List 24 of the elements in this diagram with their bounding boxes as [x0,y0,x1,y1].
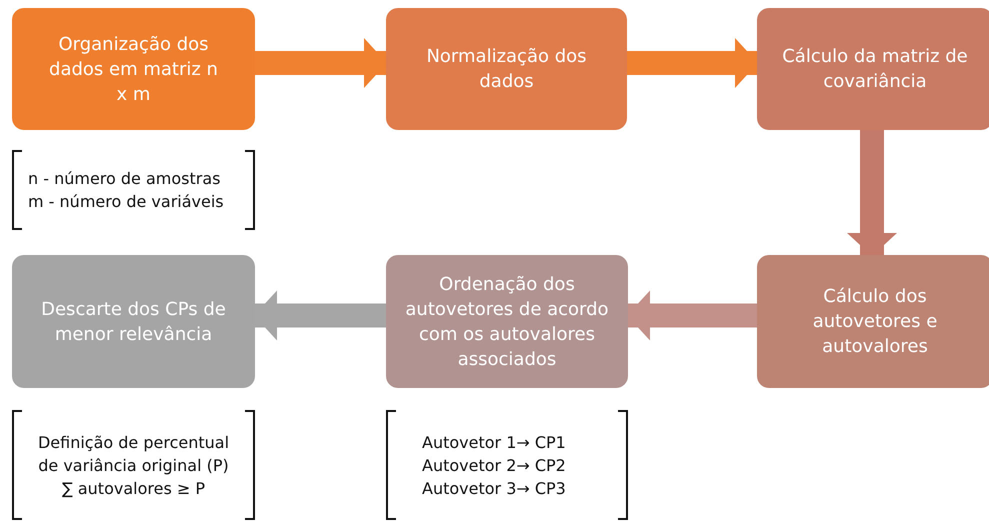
note-text: Definição de percentual de variância original (P) [36,432,230,476]
block-arrow [255,38,387,88]
step-text: Cálculo da matriz de covariância [781,45,969,94]
process-box [386,8,627,130]
note-text: Autovetor 3→ CP3 [422,478,567,500]
step-text: Descarte dos CPs de menor relevância [40,298,227,346]
step-text: Normalização dos dados [425,45,588,94]
step-text: Organização dos dados em matriz n x m [48,32,219,106]
block-arrow [627,38,758,88]
block-arrow [254,290,386,340]
block-arrow [847,130,897,256]
note-text: ∑ autovalores ≥ P [60,478,206,500]
step-text: Ordenação dos autovetores de acordo com os autovalores associados [404,272,610,372]
block-arrow [627,290,757,340]
note-text: Autovetor 1→ CP1 [422,432,567,454]
note-text: n - número de amostras [28,168,222,190]
process-box [757,255,989,388]
process-box [386,255,628,388]
note-text: Autovetor 2→ CP2 [422,454,567,476]
step-text: Cálculo dos autovetores e autovalores [812,285,938,359]
note-text: m - número de variáveis [28,191,225,213]
process-box [12,8,255,130]
process-box [757,8,989,130]
process-box [12,255,255,388]
